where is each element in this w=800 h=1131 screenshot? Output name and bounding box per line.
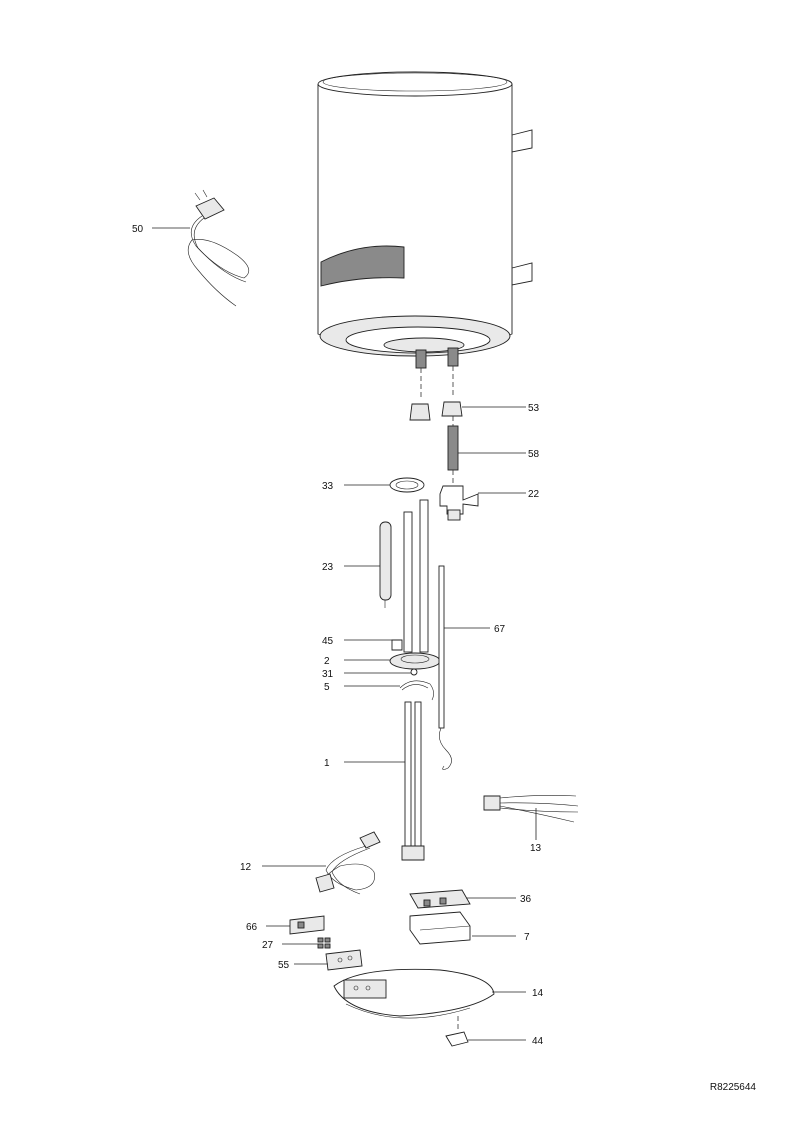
power-cord-with-plug	[187, 189, 250, 307]
callout-5: 5	[324, 682, 330, 693]
user-interface-board	[325, 949, 363, 971]
callout-7: 7	[524, 932, 530, 943]
leader-lines	[152, 227, 537, 1041]
heating-element-rods	[401, 701, 425, 861]
callout-labels: 50 53 58 33 22 23 67 45 2 31 5 1 13 12 3…	[132, 224, 544, 1047]
connector-harness	[483, 795, 579, 823]
callout-33: 33	[322, 481, 334, 492]
reference-code: R8225644	[709, 1082, 756, 1093]
fixing-clip	[445, 1016, 469, 1047]
button-caps	[317, 937, 331, 949]
control-board	[409, 889, 471, 909]
callout-27: 27	[262, 940, 274, 951]
display-board	[289, 915, 325, 935]
callout-31: 31	[322, 669, 334, 680]
pipe-fittings	[409, 401, 479, 521]
callout-22: 22	[528, 489, 540, 500]
callout-44: 44	[532, 1036, 544, 1047]
heating-element-assembly	[389, 499, 441, 701]
callout-66: 66	[246, 922, 258, 933]
water-heater-tank	[317, 71, 533, 398]
temperature-probe	[438, 565, 452, 770]
callout-12: 12	[240, 862, 252, 873]
magnesium-anode	[379, 521, 392, 608]
ribbon-cable	[315, 831, 381, 895]
callout-1: 1	[324, 758, 330, 769]
callout-13: 13	[530, 843, 542, 854]
callout-67: 67	[494, 624, 506, 635]
gasket-ring	[389, 477, 425, 493]
callout-23: 23	[322, 562, 334, 573]
callout-45: 45	[322, 636, 334, 647]
callout-36: 36	[520, 894, 532, 905]
callout-14: 14	[532, 988, 544, 999]
callout-50: 50	[132, 224, 144, 235]
board-tray	[409, 911, 471, 945]
callout-2: 2	[324, 656, 330, 667]
bottom-cover	[333, 968, 495, 1019]
callout-53: 53	[528, 403, 540, 414]
callout-58: 58	[528, 449, 540, 460]
callout-55: 55	[278, 960, 290, 971]
